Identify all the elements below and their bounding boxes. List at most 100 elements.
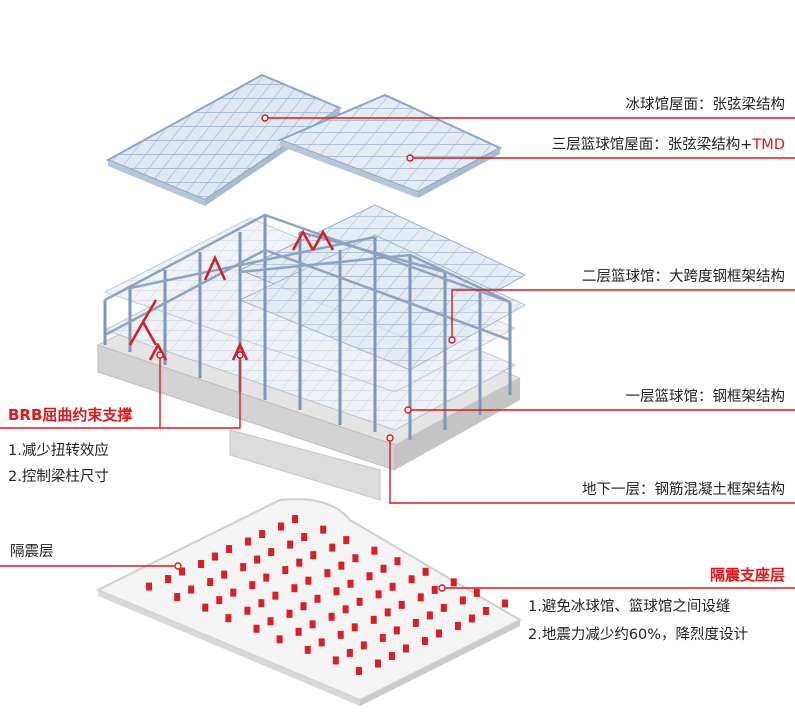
isolation-bearing bbox=[388, 651, 395, 660]
leader-bball2 bbox=[451, 289, 795, 340]
callout-bball1: 一层篮球馆：钢框架结构 bbox=[625, 389, 786, 405]
brb-note-2: 2.控制梁柱尺寸 bbox=[8, 469, 109, 485]
leader-basement bbox=[389, 438, 795, 504]
isolation-bearing bbox=[314, 594, 321, 603]
isolation-bearing bbox=[371, 546, 378, 555]
isolation-bearing bbox=[179, 567, 186, 576]
isolation-bearing bbox=[282, 566, 289, 575]
steel-frame-building bbox=[96, 204, 527, 501]
isolation-bearing bbox=[370, 615, 377, 624]
isolation-bearing bbox=[272, 591, 279, 600]
isolation-bearing bbox=[286, 609, 293, 618]
isolation-bearing bbox=[328, 612, 335, 621]
isolation-bearing bbox=[393, 626, 400, 635]
isolation-bearing bbox=[355, 666, 362, 675]
isolation-bearing bbox=[278, 522, 285, 531]
isolation-bearing bbox=[384, 608, 391, 617]
callout-basement: 地下一层：钢筋混凝土框架结构 bbox=[582, 482, 785, 498]
isolation-bearing bbox=[318, 638, 325, 647]
isolation-bearing bbox=[207, 578, 214, 587]
isolation-bearing bbox=[342, 605, 349, 614]
isolation-bearing bbox=[360, 641, 367, 650]
isolation-bearing bbox=[305, 576, 312, 585]
isolation-bearing bbox=[230, 588, 237, 597]
isolation-bearing bbox=[309, 620, 316, 629]
brb-note-1: 1.减少扭转效应 bbox=[8, 443, 109, 459]
isolation-bearing bbox=[291, 584, 298, 593]
isolation-bearing bbox=[408, 575, 415, 584]
isolation-bearing bbox=[301, 533, 308, 542]
isolation-bearing bbox=[240, 563, 247, 572]
isolation-note-1: 1.避免冰球馆、篮球馆之间设缝 bbox=[528, 599, 731, 615]
isolation-left-label: 隔震层 bbox=[10, 544, 54, 560]
isolation-bearing bbox=[249, 581, 256, 590]
isolation-bearings bbox=[146, 515, 508, 675]
isolation-bearing bbox=[380, 564, 387, 573]
isolation-bearing bbox=[398, 600, 405, 609]
leader-lines bbox=[0, 114, 795, 592]
isolation-bearing bbox=[263, 573, 270, 582]
isolation-bearing bbox=[440, 603, 447, 612]
isolation-bearing bbox=[501, 599, 508, 608]
isolation-bearing bbox=[356, 597, 363, 606]
isolation-bearing bbox=[276, 635, 283, 644]
isolation-bearing bbox=[259, 530, 266, 539]
isolation-bearing bbox=[366, 572, 373, 581]
callout-bball2: 二层篮球馆：大跨度钢框架结构 bbox=[582, 269, 785, 285]
isolation-bearing bbox=[431, 585, 438, 594]
isolation-bearing bbox=[300, 602, 307, 611]
isolation-title: 隔震支座层 bbox=[709, 566, 785, 584]
isolation-bearing bbox=[188, 585, 195, 594]
callout-bball3-roof-main: 三层篮球馆屋面：张弦梁结构+ bbox=[551, 137, 753, 153]
isolation-bearing bbox=[351, 623, 358, 632]
isolation-bearing bbox=[221, 570, 228, 579]
isolation-bearing bbox=[253, 624, 260, 633]
isolation-bearing bbox=[347, 579, 354, 588]
isolation-bearing bbox=[375, 590, 382, 599]
isolation-bearing bbox=[435, 629, 442, 638]
isolation-layer bbox=[95, 498, 523, 706]
isolation-bearing bbox=[352, 554, 359, 563]
isolation-bearing bbox=[216, 596, 223, 605]
isolation-bearing bbox=[324, 569, 331, 578]
isolation-bearing bbox=[417, 593, 424, 602]
isolation-bearing bbox=[482, 606, 489, 615]
isolation-bearing bbox=[332, 656, 339, 665]
leader-brb bbox=[0, 355, 241, 429]
isolation-bearing bbox=[454, 621, 461, 630]
isolation-bearing bbox=[304, 645, 311, 654]
isolation-bearing bbox=[245, 537, 252, 546]
isolation-bearing bbox=[258, 599, 265, 608]
isolation-bearing bbox=[450, 578, 457, 587]
isolation-bearing bbox=[422, 567, 429, 576]
isolation-bearing bbox=[389, 582, 396, 591]
isolation-bearing bbox=[198, 560, 205, 569]
isolation-bearing bbox=[310, 551, 317, 560]
isolation-bearing bbox=[394, 557, 401, 566]
isolation-bearing bbox=[174, 593, 181, 602]
isolation-bearing bbox=[244, 606, 251, 615]
isolation-bearing bbox=[268, 548, 275, 557]
isolation-bearing bbox=[254, 555, 261, 564]
isolation-bearing bbox=[292, 515, 299, 524]
isolation-bearing bbox=[212, 552, 219, 561]
isolation-bearing bbox=[374, 659, 381, 668]
isolation-bearing bbox=[337, 630, 344, 639]
isolation-bearing bbox=[346, 648, 353, 657]
isolation-bearing bbox=[320, 525, 327, 534]
isolation-bearing bbox=[421, 636, 428, 645]
isolation-bearing bbox=[379, 633, 386, 642]
isolation-bearing bbox=[338, 561, 345, 570]
isolation-bearing bbox=[146, 582, 153, 591]
isolation-bearing bbox=[343, 536, 350, 545]
isolation-bearing bbox=[225, 614, 232, 623]
isolation-bearing bbox=[459, 596, 466, 605]
isolation-bearing bbox=[202, 603, 209, 612]
isolation-note-2: 2.地震力减少约60%，降烈度设计 bbox=[528, 627, 749, 643]
isolation-bearing bbox=[287, 540, 294, 549]
callout-ice-roof: 冰球馆屋面：张弦梁结构 bbox=[625, 97, 786, 113]
isolation-bearing bbox=[329, 543, 336, 552]
callout-bball3-roof: 三层篮球馆屋面：张弦梁结构+TMD bbox=[552, 136, 785, 154]
callout-tmd: TMD bbox=[752, 137, 785, 153]
